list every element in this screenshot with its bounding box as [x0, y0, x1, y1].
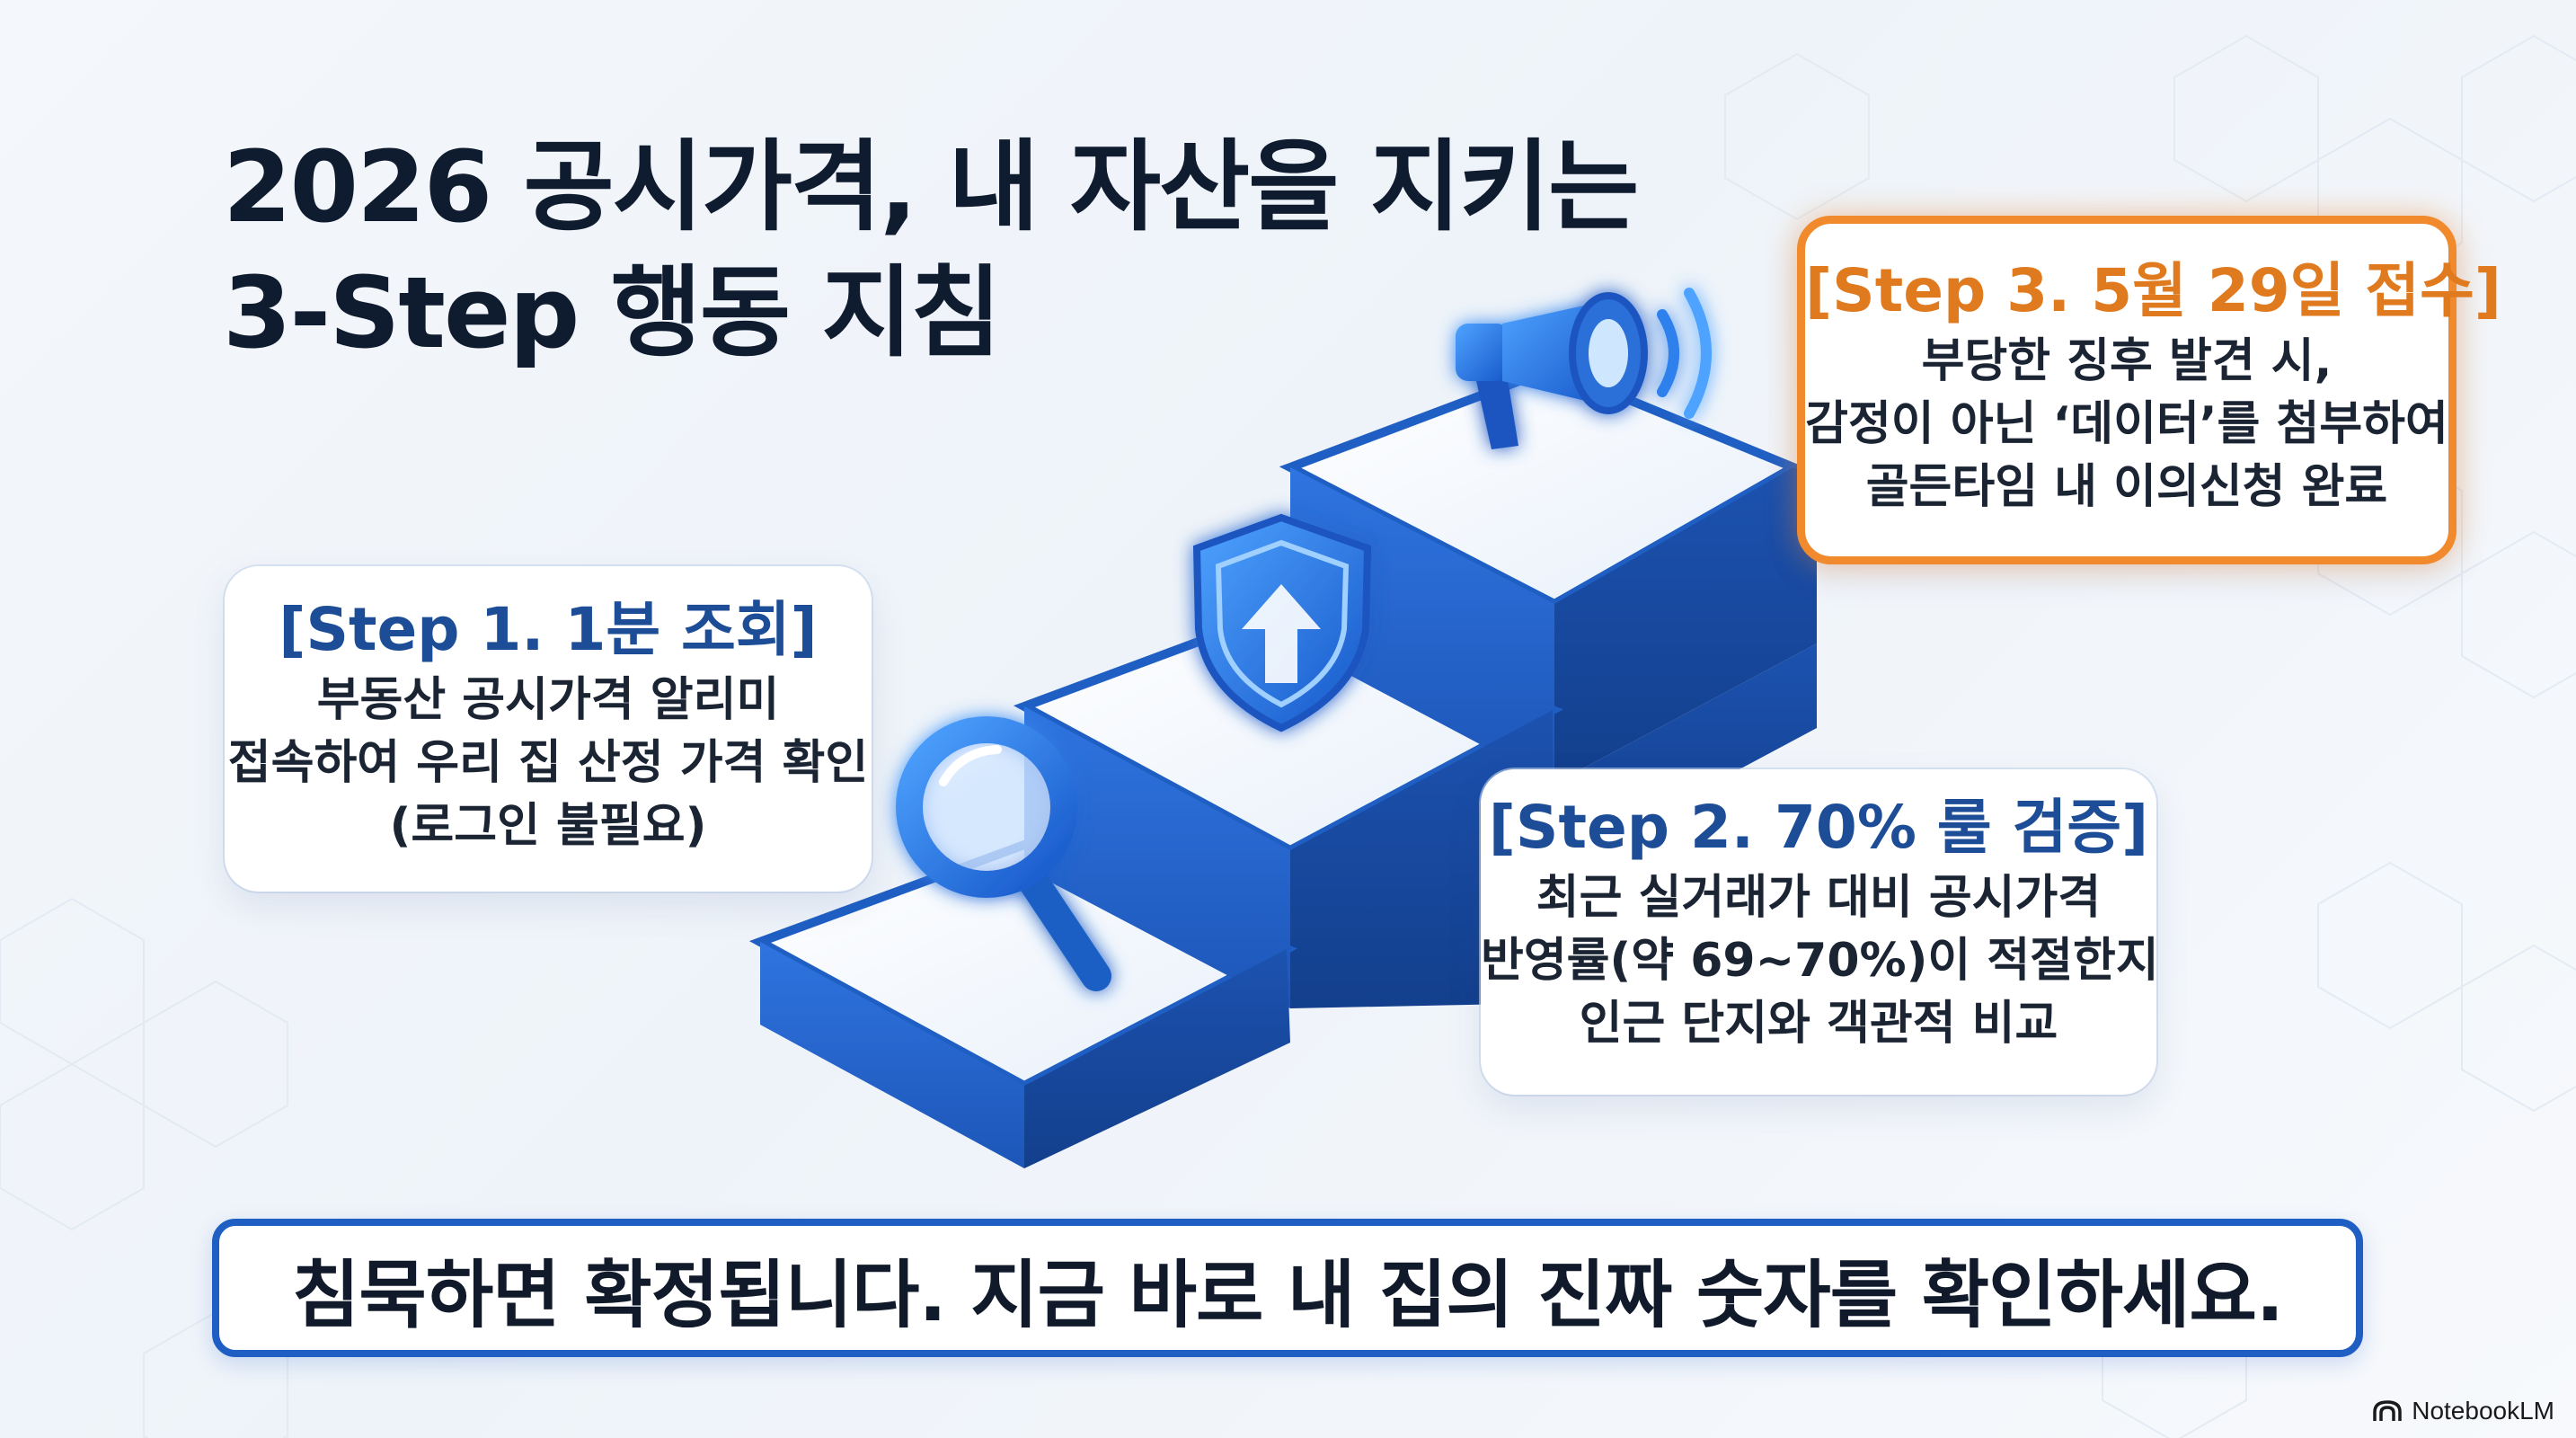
step-3-heading: [Step 3. 5월 29일 접수]	[1805, 256, 2501, 325]
step-2-line-2: 반영률(약 69~70%)이 적절한지	[1481, 934, 2159, 988]
step-2-line-3: 인근 단지와 객관적 비교	[1579, 997, 2058, 1051]
step-3-line-3: 골든타임 내 이의신청 완료	[1865, 460, 2388, 514]
step-1-line-3: (로그인 불필요)	[389, 799, 707, 853]
step-2-card: [Step 2. 70% 룰 검증] 최근 실거래가 대비 공시가격 반영률(약…	[1481, 769, 2159, 1095]
step-1-card: [Step 1. 1분 조회] 부동산 공시가격 알리미 접속하여 우리 집 산…	[225, 566, 872, 892]
step-3-card: [Step 3. 5월 29일 접수] 부당한 징후 발견 시, 감정이 아닌 …	[1797, 216, 2501, 564]
step-1-heading: [Step 1. 1분 조회]	[279, 595, 818, 664]
call-to-action-banner: 침묵하면 확정됩니다. 지금 바로 내 집의 진짜 숫자를 확인하세요.	[212, 1219, 2363, 1357]
brand-watermark: NotebookLM	[2372, 1397, 2554, 1425]
step-2-line-1: 최근 실거래가 대비 공시가격	[1536, 871, 2102, 925]
title-line-1: 2026 공시가격, 내 자산을 지키는	[223, 129, 1639, 244]
brand-name: NotebookLM	[2412, 1397, 2554, 1425]
megaphone-icon	[1456, 288, 1712, 449]
step-3-line-1: 부당한 징후 발견 시,	[1921, 334, 2333, 388]
banner-text: 침묵하면 확정됩니다. 지금 바로 내 집의 진짜 숫자를 확인하세요.	[291, 1252, 2284, 1338]
magnifier-icon	[896, 716, 1111, 991]
notebooklm-logo-icon	[2373, 1400, 2402, 1421]
step-3-line-2: 감정이 아닌 ‘데이터’를 첨부하여	[1805, 397, 2448, 451]
step-1-line-1: 부동산 공시가격 알리미	[316, 673, 780, 727]
step-1-line-2: 접속하여 우리 집 산정 가격 확인	[227, 736, 869, 790]
page-title: 2026 공시가격, 내 자산을 지키는 3-Step 행동 지침	[223, 124, 1639, 376]
title-line-2: 3-Step 행동 지침	[223, 255, 1002, 370]
shield-up-arrow-icon	[1192, 513, 1372, 732]
step-2-heading: [Step 2. 70% 룰 검증]	[1488, 793, 2149, 862]
